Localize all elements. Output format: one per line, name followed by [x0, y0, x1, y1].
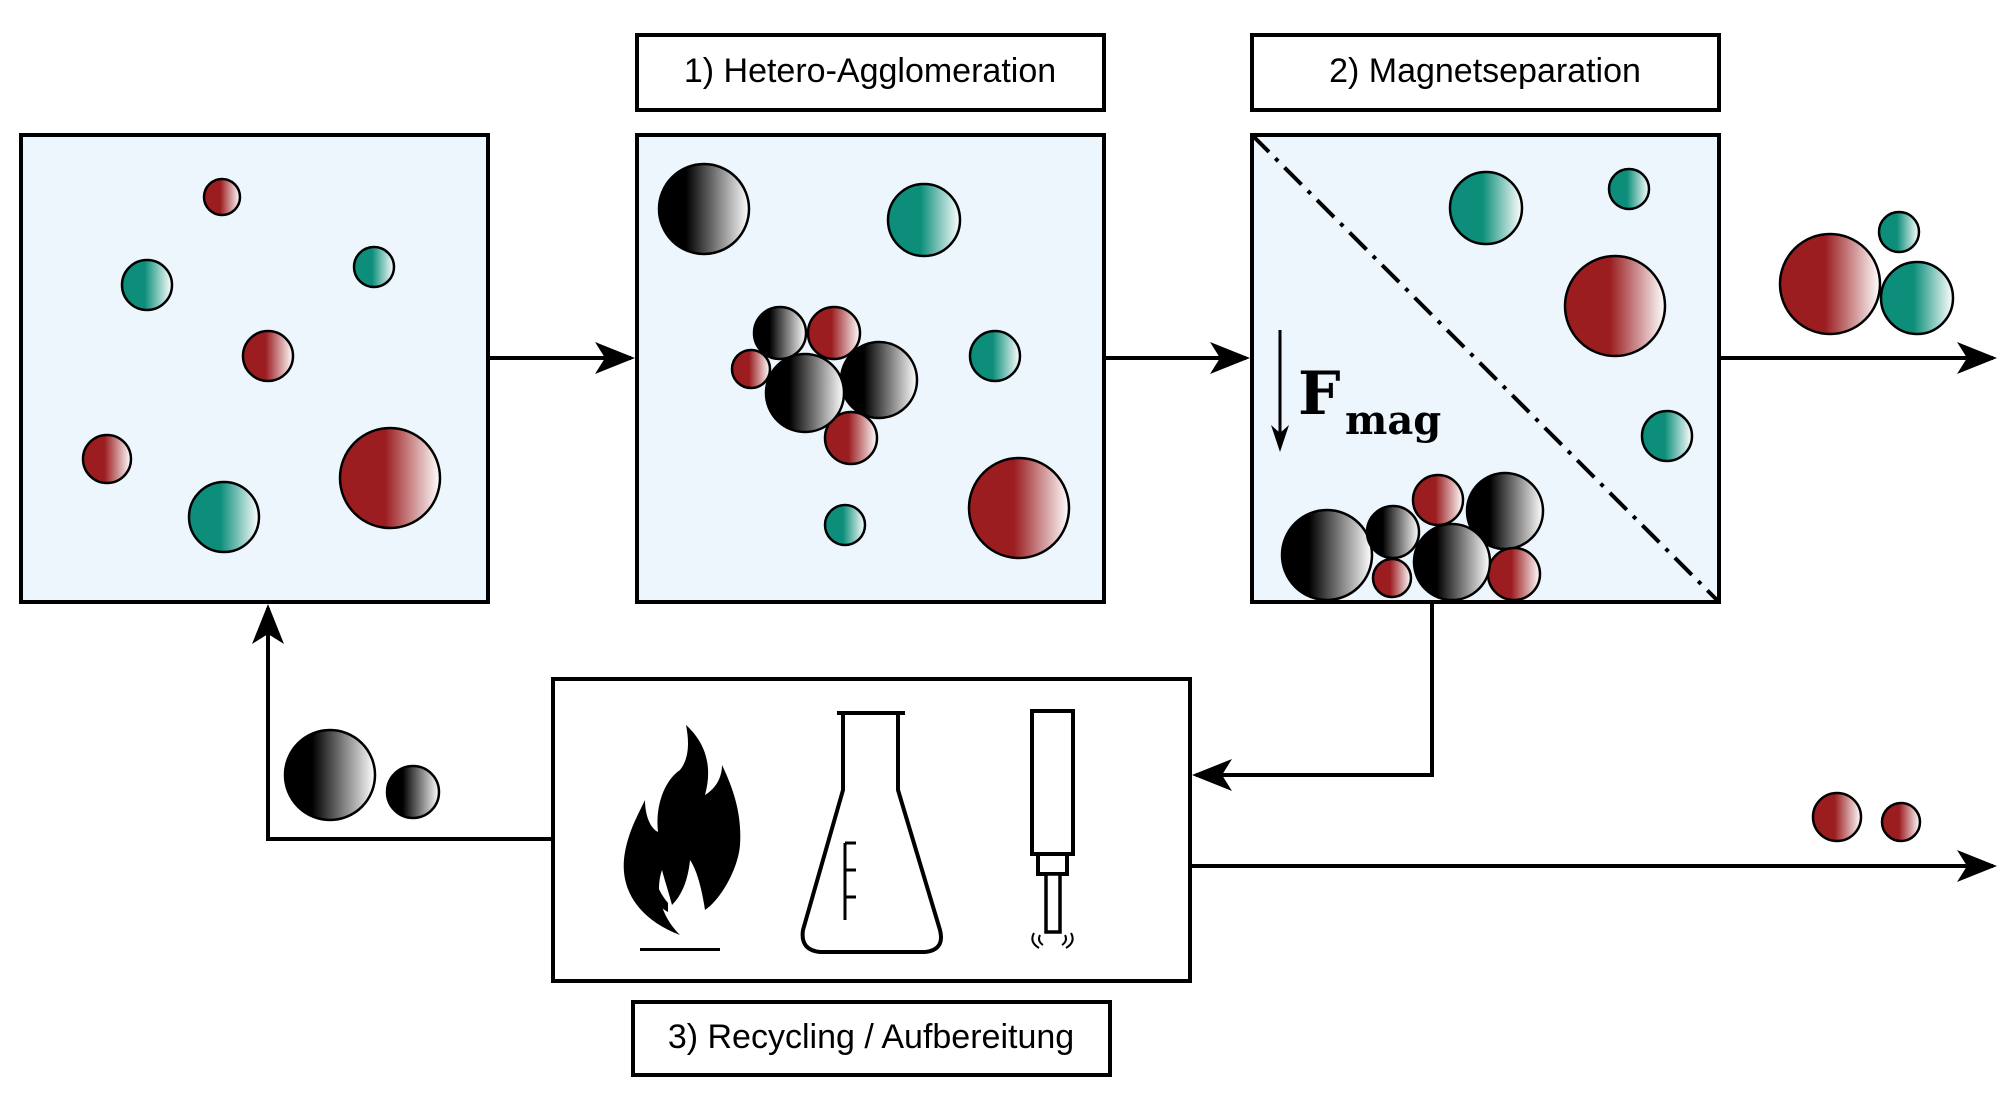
particle-red: [1811, 791, 1863, 843]
particle-magnetic: [752, 305, 808, 361]
particle-teal: [1607, 167, 1651, 211]
particle-red: [1411, 473, 1465, 527]
particle-magnetic: [839, 340, 919, 420]
particle-red: [730, 348, 772, 390]
particle-red: [1778, 232, 1882, 336]
particle-teal: [886, 182, 962, 258]
panel-magnetseparation: F mag: [1250, 133, 1721, 604]
erlenmeyer-flask-icon: [800, 711, 943, 954]
recycled-magnetic-particles: [283, 728, 441, 822]
particle-magnetic: [385, 764, 441, 820]
particle-red: [823, 410, 879, 466]
particle-magnetic: [283, 728, 377, 822]
force-subscript: mag: [1345, 397, 1441, 444]
particle-magnetic: [657, 162, 751, 256]
particle-teal: [120, 258, 174, 312]
particle-red: [806, 305, 862, 361]
particle-red: [81, 433, 133, 485]
label-recycling-text: 3) Recycling / Aufbereitung: [668, 1018, 1074, 1056]
particle-magnetic: [1365, 504, 1421, 560]
flame-icon: [623, 725, 741, 951]
particle-red: [1563, 254, 1667, 358]
particle-red: [1486, 546, 1542, 602]
particle-red: [241, 329, 295, 383]
separated-agglomerates: [1280, 471, 1545, 602]
label-recycling: 3) Recycling / Aufbereitung: [631, 1000, 1112, 1077]
particle-teal: [1448, 170, 1524, 246]
particle-teal: [352, 245, 396, 289]
particle-red: [202, 177, 242, 217]
arrow-3-to-recycling: [1192, 602, 1434, 791]
force-arrow-head: [1271, 425, 1289, 452]
particle-teal: [968, 329, 1022, 383]
label-hetero-agglomeration: 1) Hetero-Agglomeration: [635, 33, 1106, 112]
particle-teal: [187, 480, 261, 554]
label-magnetseparation: 2) Magnetseparation: [1250, 33, 1721, 112]
arrow-recycling-to-1: [252, 604, 553, 841]
particle-red: [1880, 801, 1922, 843]
output-nonmagnetic-particles: [1778, 210, 1955, 336]
particle-red: [338, 426, 442, 530]
output-recovered-particles: [1811, 791, 1922, 843]
particle-teal: [823, 503, 867, 547]
label-magnetseparation-text: 2) Magnetseparation: [1329, 52, 1641, 90]
label-hetero-agglomeration-text: 1) Hetero-Agglomeration: [684, 52, 1056, 90]
particle-teal: [1879, 260, 1955, 336]
particle-magnetic: [1280, 508, 1374, 602]
panel-initial-mixture: [19, 133, 490, 604]
particle-teal: [1877, 210, 1921, 254]
panel-hetero-agglomeration: [635, 133, 1106, 604]
separation-line: [1250, 133, 1721, 604]
particle-magnetic: [1412, 522, 1492, 602]
particle-red: [1371, 557, 1413, 599]
agglomerate-cluster: [730, 305, 919, 466]
flow-arrows: [252, 342, 1997, 882]
panel-recycling: [551, 677, 1192, 983]
force-symbol: F: [1298, 359, 1341, 429]
ultrasonic-probe-icon: [1030, 709, 1075, 949]
particle-teal: [1640, 409, 1694, 463]
particle-red: [967, 456, 1071, 560]
particle-magnetic: [764, 352, 846, 434]
